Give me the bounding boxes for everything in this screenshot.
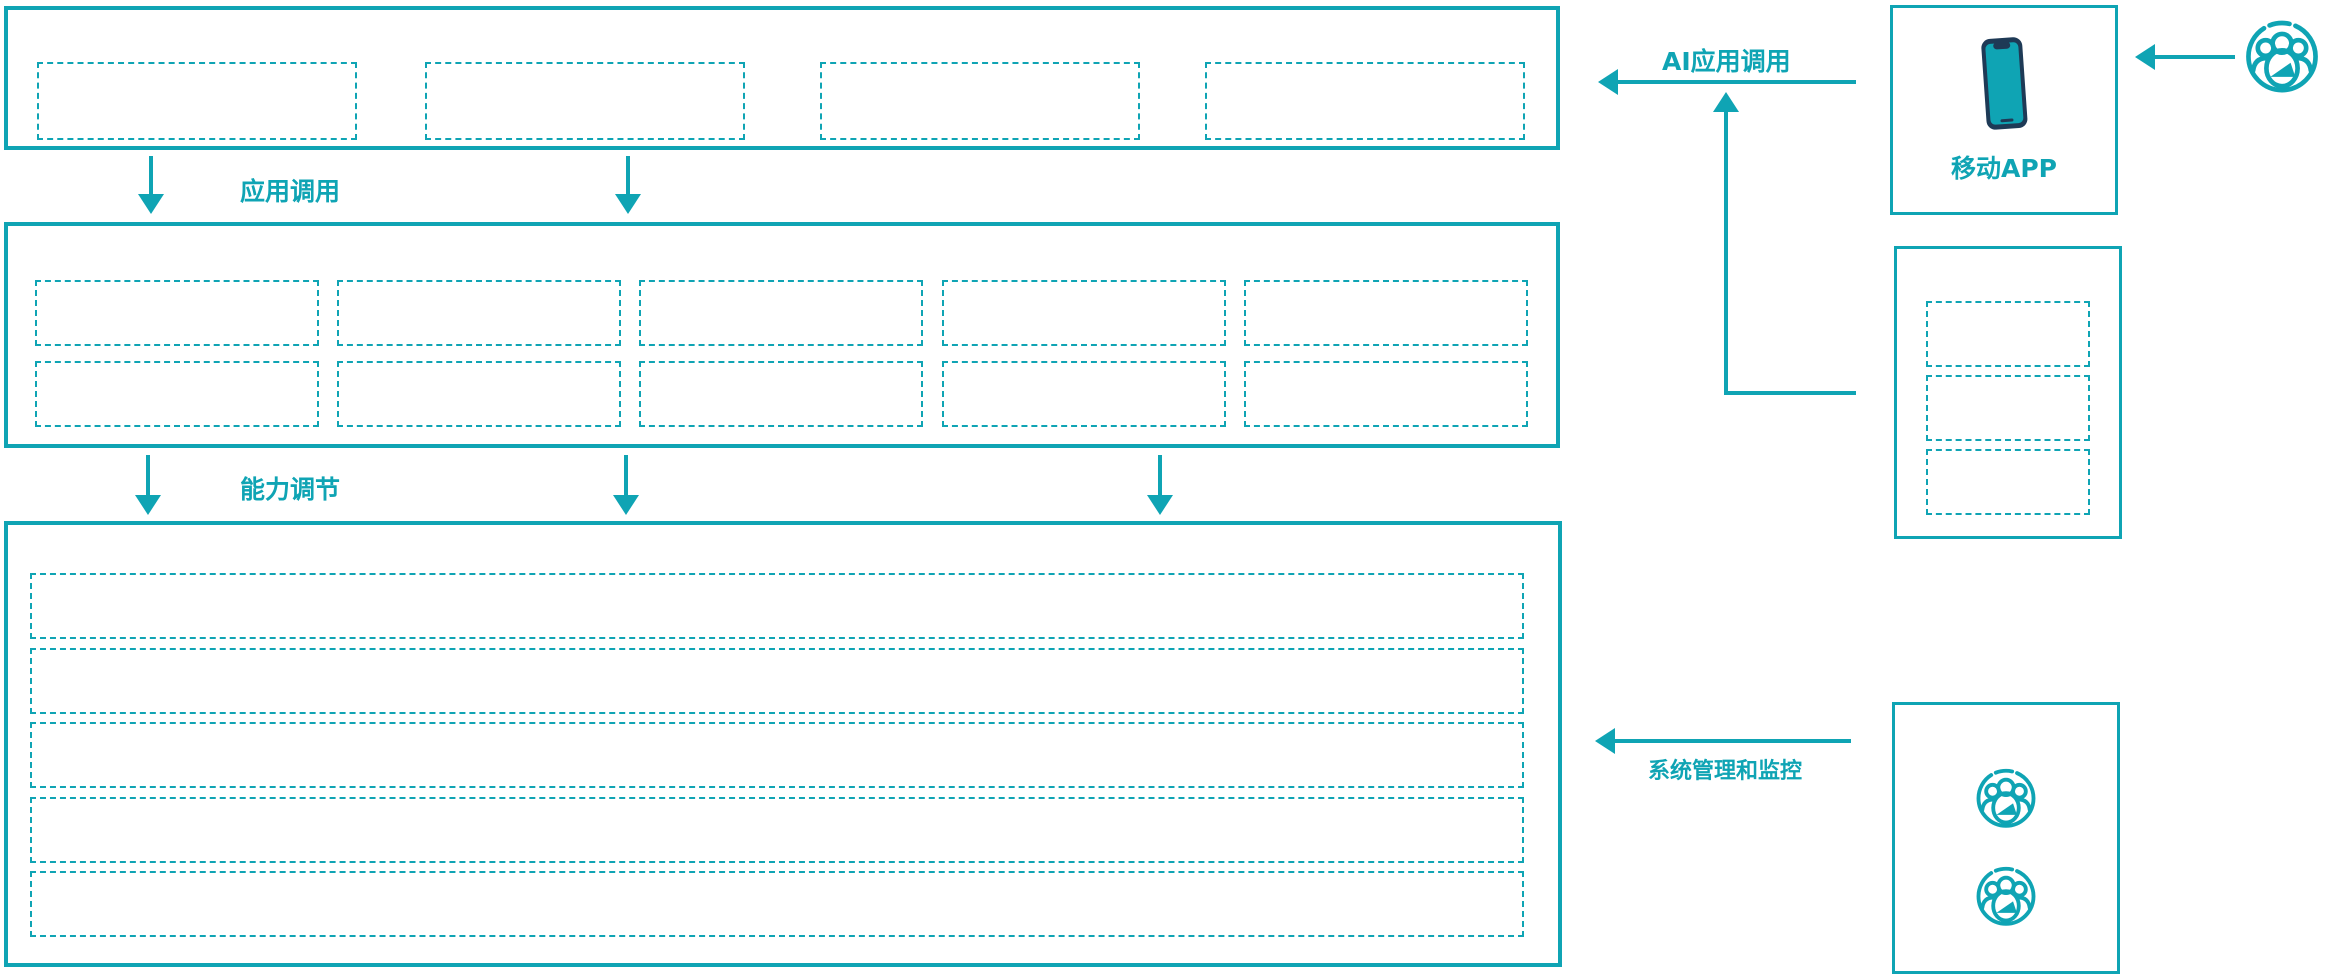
arrow-down-icon xyxy=(613,495,639,515)
slot-box xyxy=(35,280,319,346)
admin-users-box xyxy=(1892,702,2120,974)
slot-box xyxy=(1926,375,2090,441)
slot-box xyxy=(1205,62,1525,140)
middle-layer-box xyxy=(4,222,1560,448)
slot-row xyxy=(30,871,1524,937)
user-group-icon xyxy=(1976,768,2036,828)
user-group-icon xyxy=(2246,20,2318,93)
mobile-app-box: 移动APP xyxy=(1890,5,2118,215)
slot-box xyxy=(1244,361,1528,427)
arrow-line xyxy=(2153,55,2235,59)
slot-box xyxy=(1926,301,2090,367)
slot-box xyxy=(337,361,621,427)
slot-box xyxy=(1244,280,1528,346)
slot-row xyxy=(30,797,1524,863)
arrow-line xyxy=(1158,455,1162,497)
slot-box xyxy=(1926,449,2090,515)
arrow-down-icon xyxy=(138,194,164,214)
arrow-line xyxy=(624,455,628,497)
top-layer-box xyxy=(4,6,1560,150)
arrow-left-icon xyxy=(1595,728,1615,754)
slot-box xyxy=(639,280,923,346)
arrow-line xyxy=(1613,739,1851,743)
arrow-down-icon xyxy=(135,495,161,515)
slot-box xyxy=(820,62,1140,140)
right-panel-box xyxy=(1894,246,2122,539)
label-ai-app-call: AI应用调用 xyxy=(1662,47,1791,76)
arrow-line xyxy=(149,156,153,196)
slot-box xyxy=(337,280,621,346)
arrow-left-icon xyxy=(1598,69,1618,95)
arrow-line xyxy=(146,455,150,497)
slot-box xyxy=(35,361,319,427)
smartphone-icon xyxy=(1981,37,2028,130)
label-system-management: 系统管理和监控 xyxy=(1648,759,1803,784)
arrow-up-icon xyxy=(1713,92,1739,112)
arrow-line xyxy=(626,156,630,196)
label-mobile-app: 移动APP xyxy=(1951,154,2057,183)
user-group-icon xyxy=(1976,866,2036,926)
arrow-left-icon xyxy=(2135,44,2155,70)
arrow-line xyxy=(1724,110,1728,395)
slot-row xyxy=(30,648,1524,714)
label-capability-tuning: 能力调节 xyxy=(240,475,341,504)
bottom-layer-box xyxy=(4,521,1562,967)
arrow-down-icon xyxy=(615,194,641,214)
label-app-call: 应用调用 xyxy=(240,177,341,206)
arrow-line xyxy=(1616,80,1856,84)
slot-row xyxy=(30,722,1524,788)
slot-box xyxy=(425,62,745,140)
arrow-line xyxy=(1724,391,1856,395)
slot-box xyxy=(37,62,357,140)
slot-box xyxy=(639,361,923,427)
slot-row xyxy=(30,573,1524,639)
arrow-down-icon xyxy=(1147,495,1173,515)
slot-box xyxy=(942,280,1226,346)
slot-box xyxy=(942,361,1226,427)
